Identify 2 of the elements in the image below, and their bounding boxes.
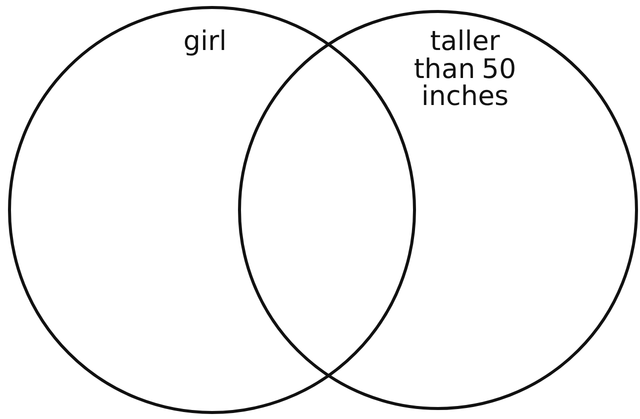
set-label: taller than 50 inches bbox=[412, 28, 518, 111]
set-label: girl bbox=[182, 28, 228, 56]
